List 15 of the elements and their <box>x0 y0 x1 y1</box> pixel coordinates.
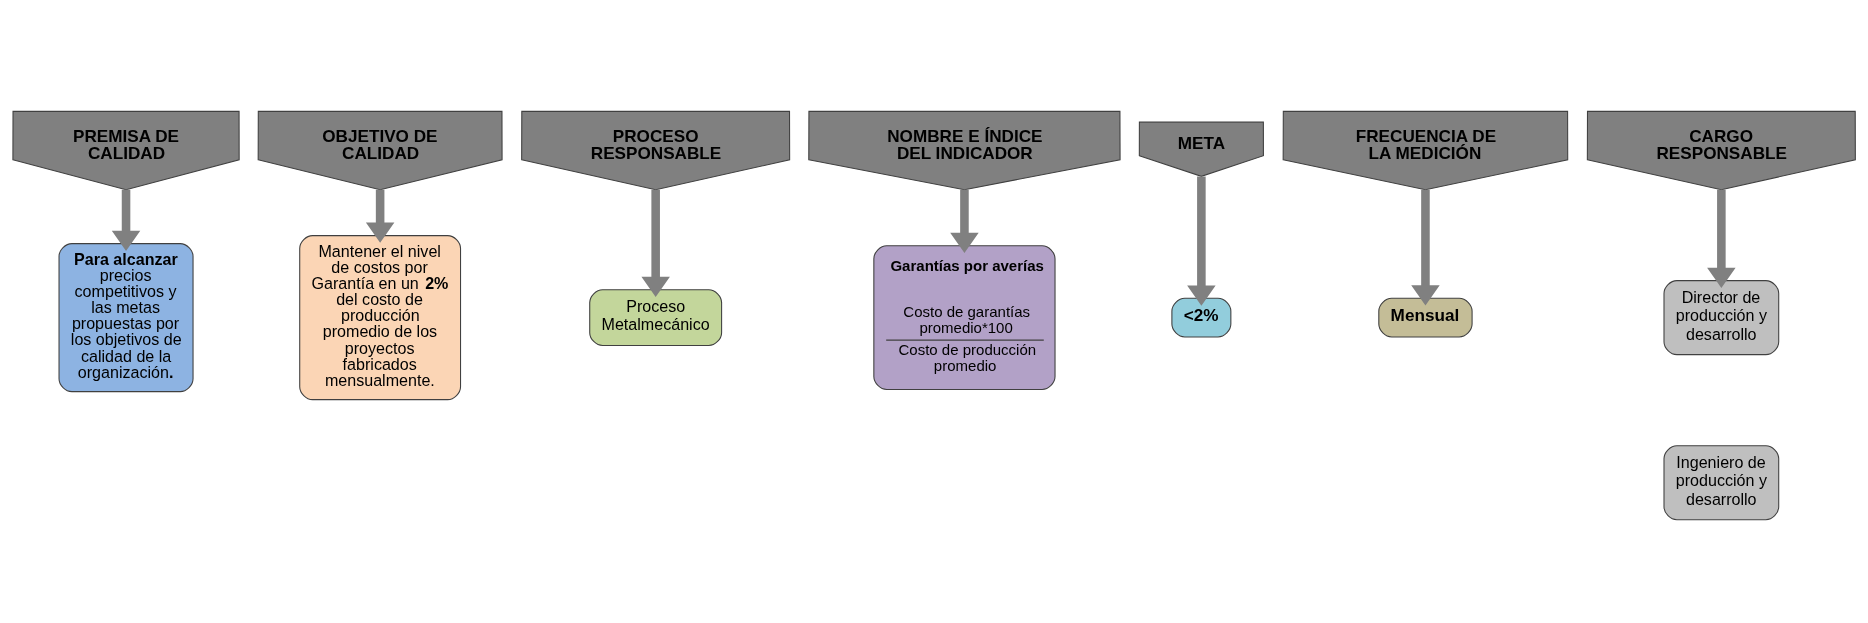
arrow <box>641 189 670 298</box>
arrow <box>1187 176 1216 306</box>
node-box: Mensual <box>1378 297 1473 338</box>
arrow <box>950 189 979 254</box>
node-box: Proceso Metalmecánico <box>589 289 723 347</box>
node-box: Ingeniero de producción y desarrollo <box>1663 445 1780 521</box>
arrow <box>365 189 395 243</box>
node-box: <2% <box>1171 297 1232 338</box>
node-box: Mantener el nivel de costos por Garantía en un 2% del costo de producción promedio de los proyectos fabricados mensualmente. <box>299 235 462 401</box>
node-box: Director de producción y desarrollo <box>1663 280 1780 356</box>
arrow <box>1411 189 1440 306</box>
node-box: Garantías por averías Costo de garantías promedio*100 Costo de producción promedio <box>873 245 1056 390</box>
arrow <box>1707 189 1736 289</box>
arrow <box>111 189 141 252</box>
node-box: Para alcanzar precios competitivos y las metas propuestas por los objetivos de calidad de la organización. <box>58 243 194 393</box>
